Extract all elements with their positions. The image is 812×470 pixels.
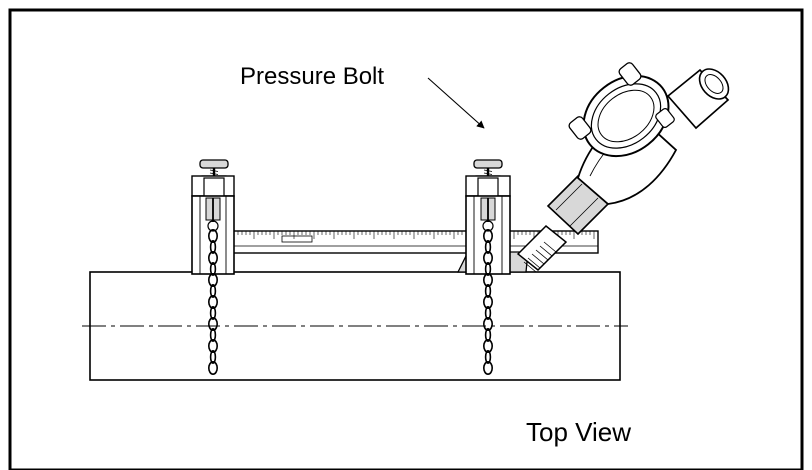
neck-thread-line	[531, 253, 545, 265]
transducer-housing	[516, 62, 730, 273]
chain-link	[208, 338, 219, 353]
pipe	[82, 271, 628, 381]
chain-link	[208, 251, 219, 266]
chain-link	[482, 251, 493, 266]
neck-thread-line	[523, 261, 537, 273]
chain-right	[482, 229, 493, 375]
chain-link	[482, 360, 493, 375]
right-bolt-knob	[473, 159, 503, 169]
chain-left	[208, 229, 219, 375]
chain-link	[482, 229, 493, 244]
chain-link	[209, 327, 217, 342]
chain-link	[209, 261, 217, 276]
chain-link	[484, 305, 492, 320]
neck-thread-line	[539, 245, 553, 257]
chain-link	[484, 327, 492, 342]
left-bolt-knob	[199, 159, 229, 169]
chain-link	[484, 283, 492, 298]
clamp-right	[465, 159, 511, 275]
clamp-left	[191, 159, 235, 275]
pressure-bolt-leader	[427, 77, 485, 129]
chain-link	[208, 272, 219, 287]
thread-line	[483, 169, 493, 172]
chain-link	[482, 294, 493, 309]
chain-link	[209, 283, 217, 298]
neck-thread-line	[543, 241, 557, 253]
neck-thread-line	[535, 249, 549, 261]
view-label: Top View	[526, 417, 631, 447]
chain-link	[482, 272, 493, 287]
pressure-bolt-label: Pressure Bolt	[240, 63, 384, 90]
chain-link	[208, 294, 219, 309]
chain-link	[208, 316, 219, 331]
chain-link	[482, 316, 493, 331]
neck-threads	[523, 241, 557, 273]
neck-thread-line	[527, 257, 541, 269]
chain-link	[209, 305, 217, 320]
scale-stamp	[281, 235, 313, 243]
chain-link	[484, 349, 492, 364]
chain-link	[482, 338, 493, 353]
chain-link	[484, 240, 492, 255]
thread-line	[209, 172, 219, 175]
thread-line	[209, 169, 219, 172]
chain-link	[208, 229, 219, 244]
thread-line	[483, 172, 493, 175]
chain-link	[209, 349, 217, 364]
chain-link	[208, 360, 219, 375]
chain-link	[484, 261, 492, 276]
chain-link	[209, 240, 217, 255]
